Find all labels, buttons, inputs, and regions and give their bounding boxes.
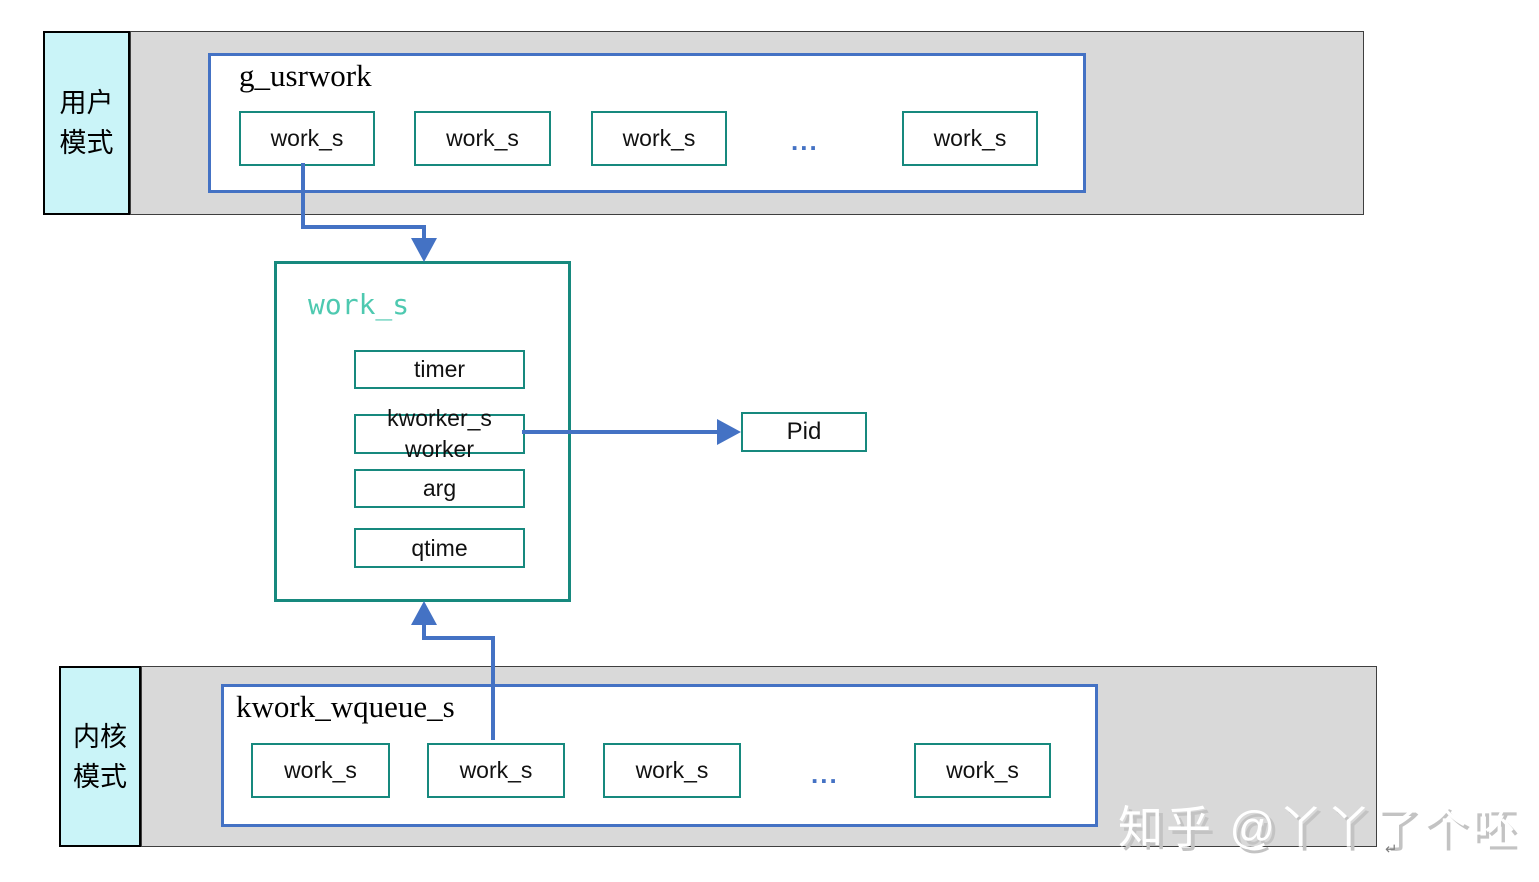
field-arg: arg: [354, 469, 525, 508]
pid-box: Pid: [741, 412, 867, 452]
kernel-work-s-cell-3: work_s: [603, 743, 741, 798]
user-queue-ellipsis: ...: [791, 126, 819, 156]
user-mode-label-line2: 模式: [59, 128, 114, 158]
field-kworker: kworker_s worker: [354, 405, 525, 462]
kernel-mode-label: 内核 模式: [59, 666, 141, 847]
user-work-s-cell-4: work_s: [902, 111, 1038, 166]
field-timer: timer: [354, 350, 525, 389]
user-mode-label: 用户 模式: [43, 31, 130, 215]
kernel-mode-label-line1: 内核: [73, 721, 127, 752]
kernel-mode-label-line2: 模式: [73, 761, 127, 792]
user-work-s-cell-3: work_s: [591, 111, 727, 166]
work-s-detail-title: work_s: [308, 288, 410, 321]
kwork-wqueue-title: kwork_wqueue_s: [236, 689, 455, 724]
zhihu-watermark: 知乎 @丫丫了个呸: [1118, 802, 1519, 853]
return-mark: ↵: [1385, 841, 1398, 858]
field-kworker-line1: kworker_s: [387, 405, 492, 431]
field-qtime: qtime: [354, 528, 525, 568]
kernel-queue-ellipsis: ...: [811, 759, 839, 789]
g-usrwork-container: g_usrwork work_s work_s work_s ... work_…: [208, 53, 1086, 193]
user-mode-label-line1: 用户: [59, 88, 114, 118]
g-usrwork-title: g_usrwork: [239, 58, 372, 93]
kernel-work-s-cell-1: work_s: [251, 743, 390, 798]
user-work-s-cell-1: work_s: [239, 111, 375, 166]
kernel-work-s-cell-4: work_s: [914, 743, 1051, 798]
kwork-wqueue-container: kwork_wqueue_s work_s work_s work_s ... …: [221, 684, 1098, 827]
kernel-work-s-cell-2: work_s: [427, 743, 565, 798]
work-s-detail-box: work_s timer kworker_s worker arg qtime: [274, 261, 571, 602]
user-work-s-cell-2: work_s: [414, 111, 551, 166]
field-kworker-line2: worker: [404, 436, 474, 462]
